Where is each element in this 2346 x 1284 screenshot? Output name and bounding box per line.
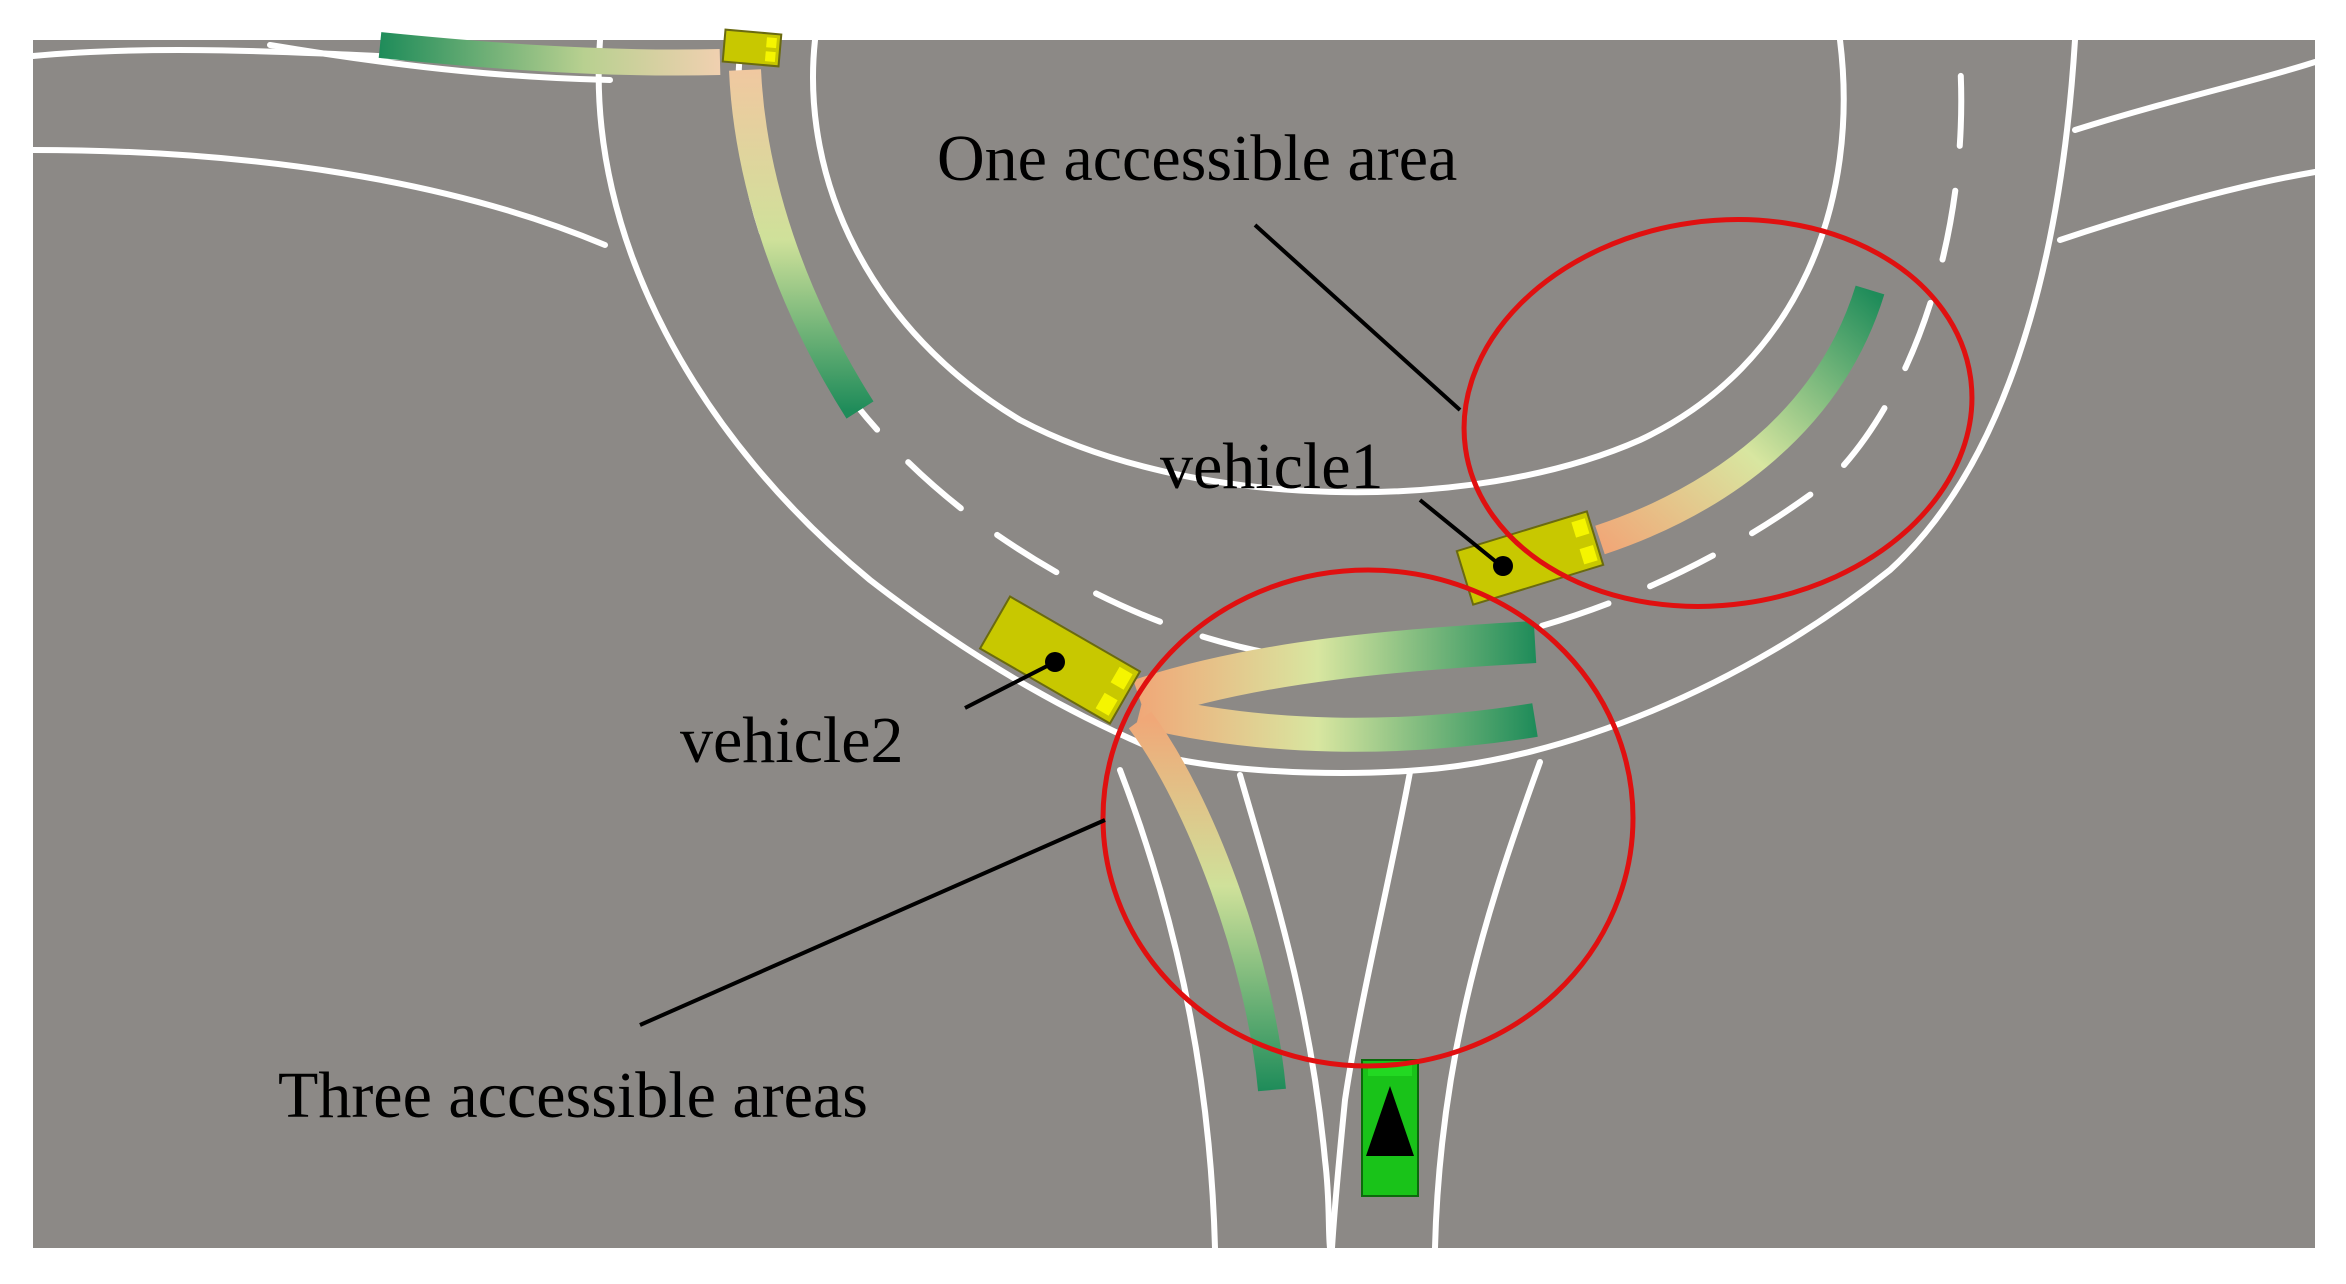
outer-ring-bottom-boundary	[1177, 37, 2078, 776]
upper-left-road-b	[30, 147, 608, 248]
leader-lines	[639, 223, 1502, 1027]
trajectory-upper-ring	[729, 69, 874, 419]
upper-right-road-b	[2057, 169, 2318, 243]
vehicle-top	[721, 28, 783, 68]
road-surface	[33, 40, 2315, 1248]
trajectory-vehicle2-exit	[1128, 711, 1286, 1092]
vehicle1	[1455, 510, 1605, 606]
vehicle2-marker	[1045, 652, 1065, 672]
highlight-circles	[1100, 217, 1975, 1069]
vehicle1-marker	[1493, 556, 1513, 576]
label-three-accessible-areas: Three accessible areas	[278, 1059, 868, 1132]
upper-right-road-a	[2072, 59, 2318, 133]
trajectory-vehicle2-ring	[1133, 621, 1537, 720]
label-vehicle1: vehicle1	[1160, 430, 1384, 503]
leader-one-area	[1253, 223, 1462, 412]
three-areas-circle	[1100, 567, 1636, 1069]
bottom-road-right-edge	[1432, 759, 1543, 1251]
trajectory-top-left	[378, 32, 721, 76]
upper-left-road-a	[267, 42, 613, 83]
label-one-accessible-area: One accessible area	[937, 122, 1457, 195]
leader-three-areas	[639, 818, 1106, 1027]
bottom-road-center-left	[1237, 772, 1333, 1251]
ego-vehicle	[1361, 1059, 1419, 1197]
trajectories	[378, 32, 1885, 1092]
trajectory-vehicle1-exit	[1595, 285, 1885, 555]
trajectory-vehicle2-ring-outer	[1135, 693, 1538, 752]
outer-ring-left-boundary	[595, 37, 1183, 763]
label-vehicle2: vehicle2	[680, 704, 904, 777]
black-triangle-arrow-icon	[1366, 1086, 1414, 1156]
leader-vehicle1	[1418, 498, 1502, 567]
one-area-circle	[1461, 217, 1975, 609]
inner-island-boundary	[810, 37, 1847, 496]
bottom-road-left-edge	[1117, 767, 1218, 1251]
leader-vehicle2	[964, 660, 1056, 710]
